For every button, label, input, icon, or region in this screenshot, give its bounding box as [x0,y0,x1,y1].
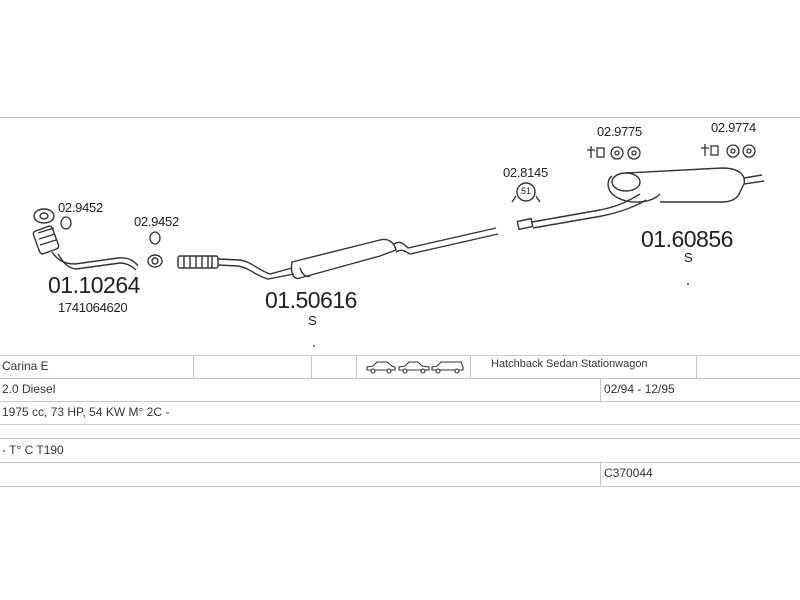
table-col-rule-5 [600,378,601,401]
table-rule-1 [0,355,800,356]
mounting-kit-a-drawing[interactable] [587,146,641,160]
clamp-drawing[interactable] [511,182,541,203]
gasket-label-flange: 02.9452 [134,214,179,229]
mounting-kit-b-drawing[interactable] [701,144,756,158]
rear-silencer-part-number[interactable]: 01.60856 [641,226,733,252]
body-type-icons [366,361,464,374]
center-silencer-drawing[interactable] [177,227,499,280]
vehicle-type-code: - T° C T190 [2,443,64,457]
vehicle-specs: 1975 cc, 73 HP, 54 KW M° 2C - [2,405,170,419]
rear-silencer-drawing[interactable] [516,167,765,231]
vehicle-years: 02/94 - 12/95 [604,382,675,396]
table-col-rule-1 [193,355,194,378]
table-col-rule-3 [356,355,357,378]
table-col-rule-7 [600,462,601,486]
vehicle-body-types: Hatchback Sedan Stationwagon [491,358,648,370]
table-rule-3 [0,401,800,402]
table-rule-5 [0,438,800,439]
mounting-kit-a-part-number[interactable]: 02.9775 [597,124,642,139]
table-rule-2 [0,378,800,379]
diagram-top-rule [0,117,800,118]
table-rule-4 [0,424,800,425]
rear-silencer-type: S [684,250,693,265]
table-rule-6 [0,462,800,463]
gasket-symbol-front[interactable] [60,216,72,230]
center-silencer-part-number[interactable]: 01.50616 [265,287,357,313]
exhaust-system-diagram [32,144,765,347]
table-col-rule-6 [696,355,697,378]
gasket-label-front: 02.9452 [58,200,103,215]
table-col-rule-2 [311,355,312,378]
flange-ring-drawing[interactable] [147,254,163,268]
front-pipe-drawing[interactable] [32,208,139,271]
catalog-code: C370044 [604,466,653,480]
vehicle-model: Carina E [2,359,49,373]
mounting-kit-b-part-number[interactable]: 02.9774 [711,120,756,135]
gasket-symbol-flange[interactable] [149,231,161,245]
clamp-size: 51 [521,186,532,196]
front-pipe-oe-number: 1741064620 [58,300,128,315]
stationwagon-car-icon [431,361,464,374]
hatchback-car-icon [366,361,396,374]
front-pipe-part-number[interactable]: 01.10264 [48,272,140,298]
sedan-car-icon [398,361,430,374]
table-col-rule-4 [470,355,471,378]
vehicle-engine: 2.0 Diesel [2,382,56,396]
table-rule-7 [0,486,800,487]
clamp-part-number[interactable]: 02.8145 [503,165,548,180]
center-silencer-type: S [308,313,317,328]
